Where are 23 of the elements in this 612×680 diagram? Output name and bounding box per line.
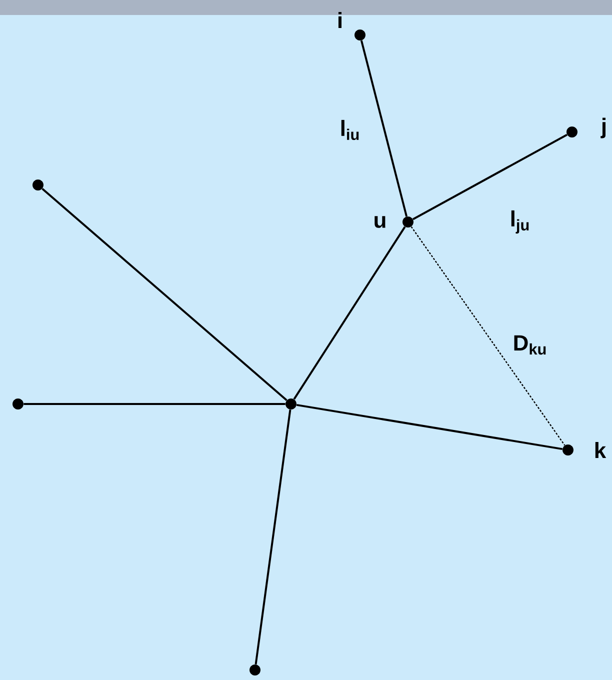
line	[42, 188, 288, 402]
point	[32, 180, 44, 190]
line	[410, 226, 566, 446]
point	[562, 444, 574, 456]
point-label: k	[595, 442, 606, 458]
edge-label: l$_{iu}$	[338, 118, 362, 142]
point	[12, 398, 24, 410]
point	[286, 398, 296, 410]
line	[360, 40, 408, 217]
point	[402, 216, 414, 228]
point-label: j	[600, 118, 606, 138]
line	[296, 404, 563, 450]
point	[566, 126, 578, 138]
point	[250, 664, 260, 676]
point-label: u	[374, 216, 386, 228]
line	[24, 403, 286, 405]
line	[412, 134, 568, 220]
edge-label: l$_{ju}$	[508, 209, 532, 235]
point	[354, 30, 366, 40]
line	[254, 410, 292, 664]
edge-label: D$_{ku}$	[512, 334, 548, 356]
point-label: i	[338, 12, 342, 28]
line	[293, 226, 406, 400]
